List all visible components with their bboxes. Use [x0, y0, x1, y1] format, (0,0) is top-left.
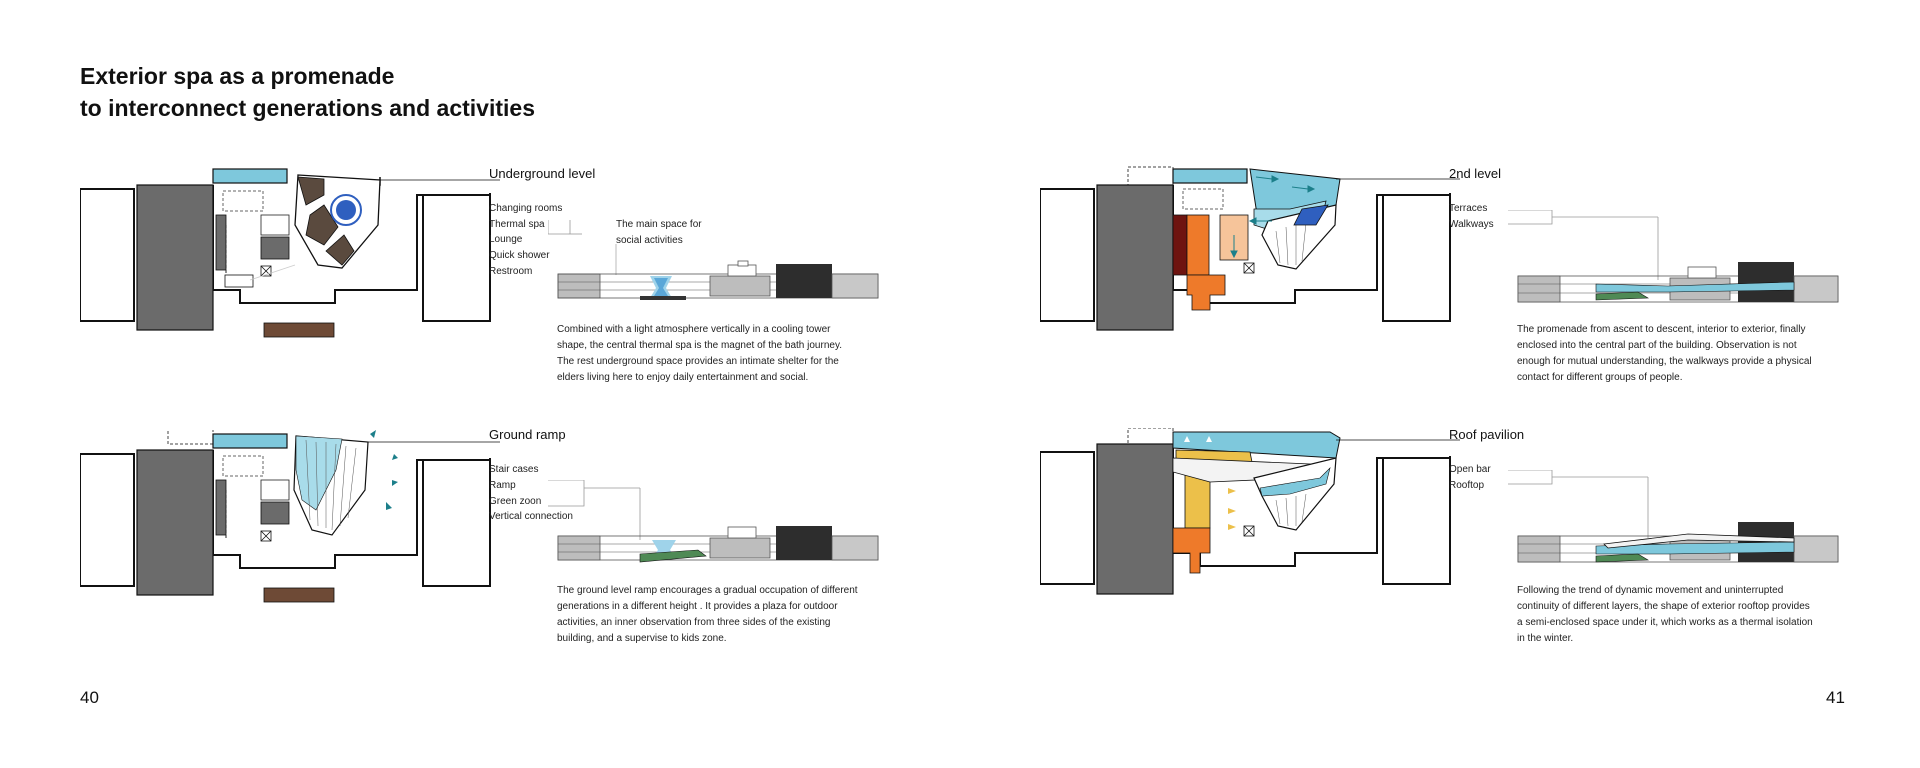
underground-section-diagram: [548, 220, 879, 300]
second-level-description-line: enclosed into the central part of the bu…: [1517, 340, 1797, 351]
roof-pavilion-description-line: continuity of different layers, the shap…: [1517, 601, 1810, 612]
second-level-plan-diagram: [1040, 166, 1460, 331]
second-level-description-line: contact for different groups of people.: [1517, 372, 1683, 383]
page-title: Exterior spa as a promenade to interconn…: [80, 60, 535, 124]
underground-description: Combined with a light atmosphere vertica…: [557, 322, 887, 386]
roof-pavilion-heading: Roof pavilion: [1449, 427, 1525, 442]
underground-label: Changing rooms: [489, 203, 563, 214]
roof-pavilion-label: Rooftop: [1449, 480, 1485, 491]
ground-ramp-description-line: activities, an inner observation from th…: [557, 617, 831, 628]
ground-ramp-heading: Ground ramp: [489, 427, 566, 442]
underground-heading: Underground level: [489, 166, 596, 181]
ground-ramp-label: Stair cases: [489, 464, 539, 475]
ground-ramp-section-diagram: [548, 480, 879, 563]
underground-label: Thermal spa: [489, 219, 545, 230]
ground-ramp-description-line: building, and a supervise to kids zone.: [557, 633, 727, 644]
page-title-line-1: Exterior spa as a promenade: [80, 63, 395, 89]
roof-pavilion-description: Following the trend of dynamic movement …: [1517, 583, 1847, 647]
roof-pavilion-description-line: Following the trend of dynamic movement …: [1517, 585, 1784, 596]
ground-ramp-label: Green zoon: [489, 496, 542, 507]
second-level-description: The promenade from ascent to descent, in…: [1517, 322, 1847, 386]
ground-ramp-label: Ramp: [489, 480, 516, 491]
underground-description-line: Combined with a light atmosphere vertica…: [557, 324, 831, 335]
underground-callout-line: The main space for: [616, 219, 702, 230]
roof-pavilion-description-line: a semi-enclosed space under it, which wo…: [1517, 617, 1813, 628]
ground-ramp-plan-diagram: [80, 430, 500, 603]
ground-ramp-description-line: The ground level ramp encourages a gradu…: [557, 585, 858, 596]
second-level-heading: 2nd level: [1449, 166, 1502, 181]
second-level-description-line: enough for mutual understanding, the wal…: [1517, 356, 1812, 367]
second-level-section-diagram: [1508, 210, 1839, 303]
page-number-left: 40: [80, 688, 99, 707]
roof-pavilion-plan-diagram: [1040, 428, 1460, 595]
underground-callout-line: social activities: [616, 235, 683, 246]
second-level-label: Walkways: [1449, 219, 1494, 230]
roof-pavilion-description-line: in the winter.: [1517, 633, 1574, 644]
page-title-line-2: to interconnect generations and activiti…: [80, 95, 535, 121]
underground-label: Quick shower: [489, 250, 550, 261]
underground-description-line: elders living here to enjoy daily entert…: [557, 372, 809, 383]
underground-callout: The main space for social activities: [616, 218, 702, 247]
underground-plan-diagram: [80, 168, 500, 338]
roof-pavilion-label: Open bar: [1449, 464, 1491, 475]
roof-pavilion-section-diagram: [1508, 470, 1839, 563]
ground-ramp-label: Vertical connection: [489, 511, 573, 522]
underground-description-line: shape, the central thermal spa is the ma…: [557, 340, 842, 351]
ground-ramp-description-line: generations in a different height . It p…: [557, 601, 838, 612]
underground-label: Restroom: [489, 266, 533, 277]
underground-description-line: The rest underground space provides an i…: [557, 356, 839, 367]
underground-label: Lounge: [489, 234, 523, 245]
second-level-label: Terraces: [1449, 203, 1488, 214]
ground-ramp-description: The ground level ramp encourages a gradu…: [557, 583, 887, 647]
second-level-description-line: The promenade from ascent to descent, in…: [1517, 324, 1806, 335]
page-number-right: 41: [1826, 688, 1845, 707]
